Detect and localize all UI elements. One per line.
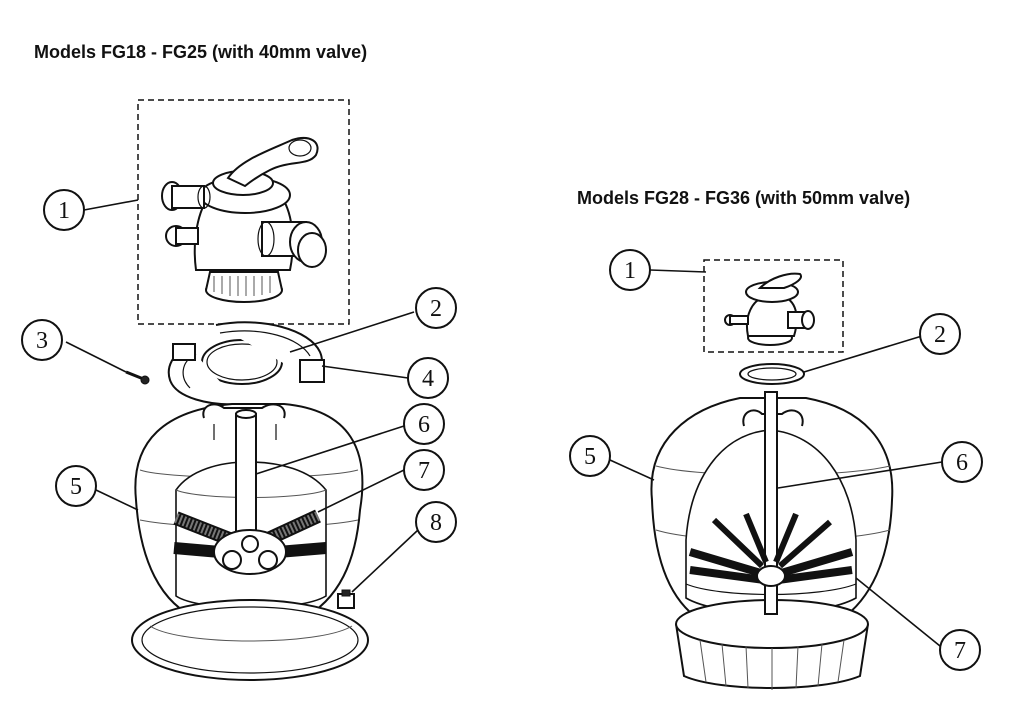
- right-laterals: [688, 512, 854, 587]
- right-callout-6: 6: [941, 441, 983, 483]
- svg-text:5: 5: [70, 474, 82, 500]
- svg-text:2: 2: [430, 296, 442, 322]
- left-callout-7: 7: [403, 449, 445, 491]
- svg-text:3: 3: [36, 328, 48, 354]
- svg-text:5: 5: [584, 444, 596, 470]
- left-multiport-valve: [137, 99, 350, 325]
- left-callout-1: 1: [43, 189, 85, 231]
- left-callout-5: 5: [55, 465, 97, 507]
- right-diagram-title: Models FG28 - FG36 (with 50mm valve): [577, 188, 911, 208]
- svg-text:8: 8: [430, 510, 442, 536]
- svg-text:6: 6: [956, 450, 968, 476]
- svg-text:7: 7: [418, 458, 430, 484]
- left-callout-6: 6: [403, 403, 445, 445]
- left-screw: [125, 370, 150, 385]
- svg-text:1: 1: [624, 258, 636, 284]
- left-callout-4: 4: [407, 357, 449, 399]
- left-drain-plug: [337, 589, 355, 609]
- left-callout-3: 3: [21, 319, 63, 361]
- left-diagram-title: Models FG18 - FG25 (with 40mm valve): [34, 42, 368, 62]
- left-assembly: 1 2 3 4 5 6 7 8: [21, 99, 457, 681]
- right-callout-7: 7: [939, 629, 981, 671]
- right-gasket-ring: [739, 363, 805, 385]
- left-callout-8: 8: [415, 501, 457, 543]
- left-standpipe: [235, 409, 257, 545]
- svg-text:6: 6: [418, 412, 430, 438]
- svg-text:2: 2: [934, 322, 946, 348]
- svg-text:7: 7: [954, 638, 966, 664]
- right-callout-2: 2: [919, 313, 961, 355]
- right-assembly: 1 2 5 6 7: [569, 249, 983, 690]
- svg-text:4: 4: [422, 366, 434, 392]
- left-clamp-ring: [167, 321, 325, 406]
- left-laterals: [173, 509, 327, 575]
- right-callout-1: 1: [609, 249, 651, 291]
- right-standpipe: [764, 391, 778, 615]
- right-multiport-valve: [703, 259, 844, 353]
- svg-text:1: 1: [58, 198, 70, 224]
- left-callout-2: 2: [415, 287, 457, 329]
- right-callout-5: 5: [569, 435, 611, 477]
